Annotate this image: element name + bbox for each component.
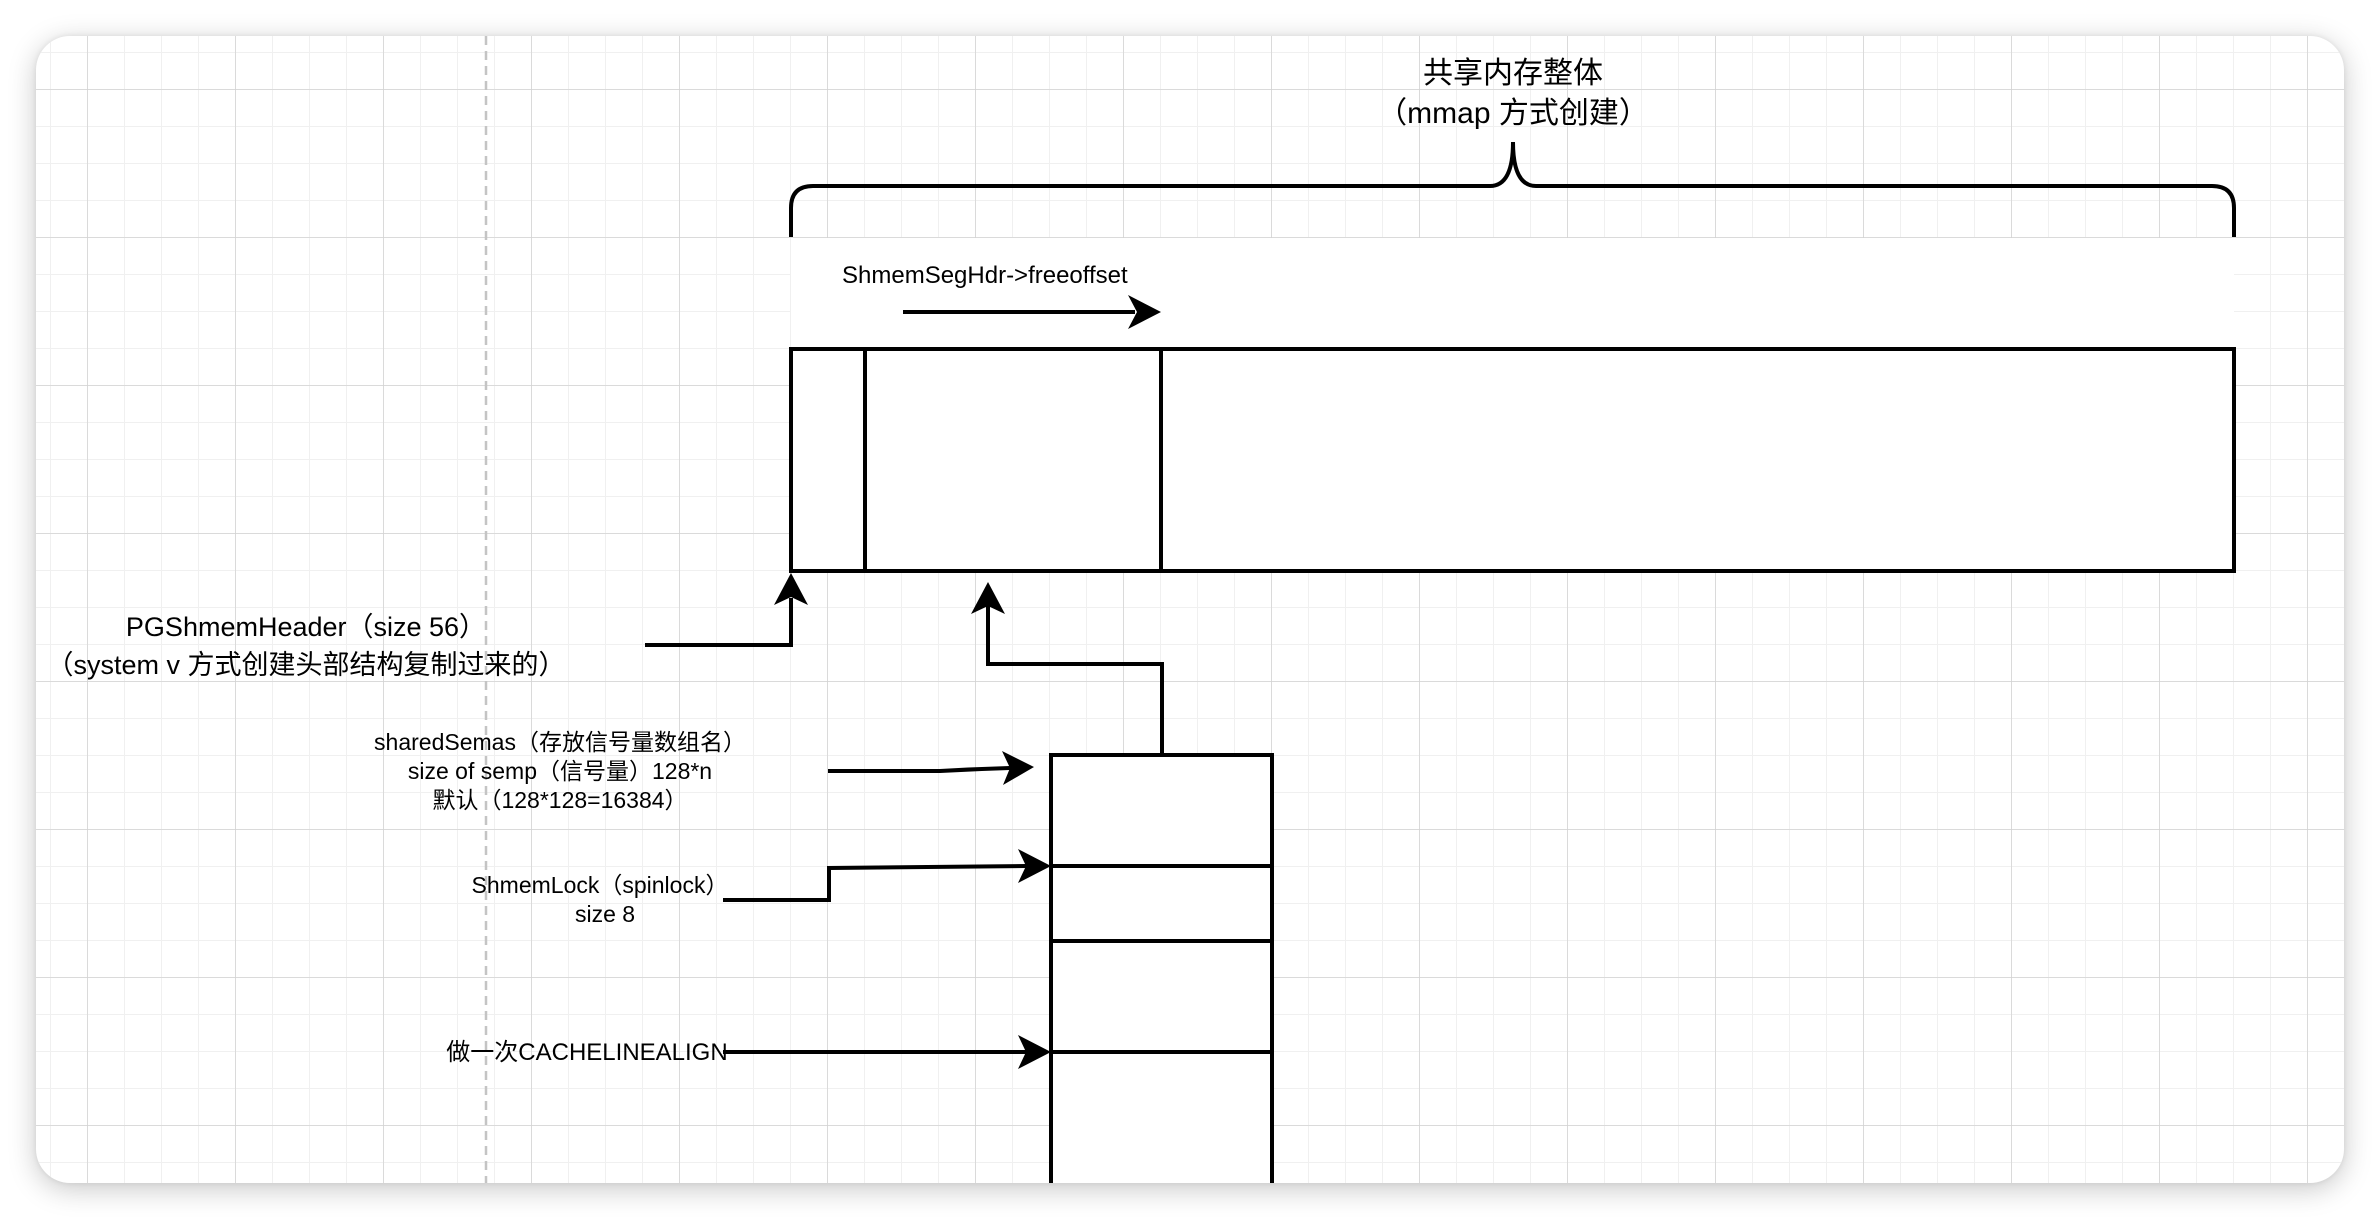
freeoffset-label: ShmemSegHdr->freeoffset	[842, 262, 1128, 289]
pg-header-label-line-2: （system v 方式创建头部结构复制过来的）	[46, 650, 565, 680]
freeoffset-arrowhead	[1128, 295, 1161, 329]
shared-semas-arrowhead	[1002, 751, 1034, 785]
diagram-svg: 共享内存整体 （mmap 方式创建） ShmemSegHdr->freeoffs…	[36, 36, 2344, 1183]
shared-semas-label-line-2: size of semp（信号量）128*n	[408, 758, 712, 784]
allocation-stack[interactable]	[1049, 753, 1274, 1183]
shared-semas-label-line-1: sharedSemas（存放信号量数组名）	[374, 729, 746, 755]
shared-memory-block[interactable]	[789, 347, 2236, 573]
freeoffset-label-bg	[791, 238, 2234, 348]
shared-semas-label-line-3: 默认（128*128=16384）	[432, 787, 687, 813]
allocation-stack-rect[interactable]	[1049, 753, 1274, 1183]
title-line-2: （mmap 方式创建）	[1377, 97, 1649, 130]
pg-header-connector	[645, 598, 793, 647]
shmem-lock-arrow-line	[723, 864, 1027, 902]
pg-header-label-line-1: PGShmemHeader（size 56）	[126, 612, 486, 642]
diagram-canvas: 共享内存整体 （mmap 方式创建） ShmemSegHdr->freeoffs…	[36, 36, 2344, 1183]
stack-to-block-arrowhead	[971, 582, 1005, 614]
shmem-lock-label-line-1: ShmemLock（spinlock）	[472, 872, 729, 898]
pg-header-arrowhead	[774, 573, 808, 605]
stack-to-block-connector	[986, 606, 1164, 755]
cacheline-label: 做一次CACHELINEALIGN	[446, 1039, 727, 1066]
cacheline-arrowhead	[1018, 1035, 1051, 1069]
shared-semas-arrow-line	[828, 766, 1011, 773]
shared-memory-rect[interactable]	[789, 347, 2236, 573]
shmem-lock-arrowhead	[1018, 849, 1051, 883]
shmem-lock-label-line-2: size 8	[575, 901, 635, 927]
curly-brace	[789, 141, 2236, 237]
title-line-1: 共享内存整体	[1423, 57, 1603, 90]
